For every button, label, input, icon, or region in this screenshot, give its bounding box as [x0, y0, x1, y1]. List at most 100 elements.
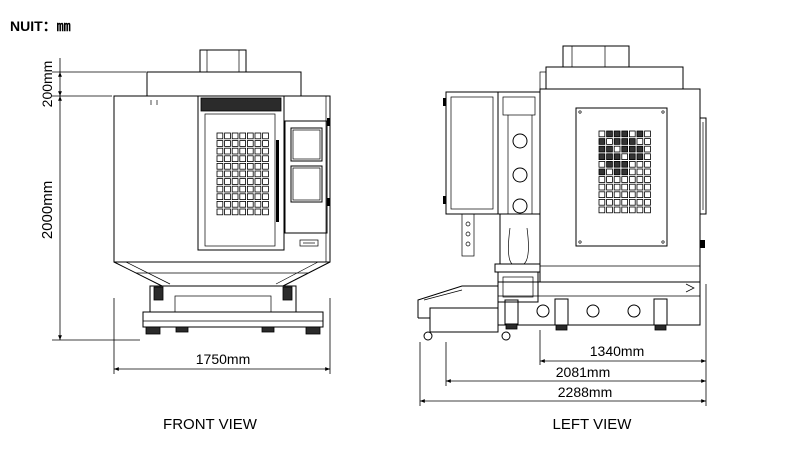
window-cell: [613, 145, 621, 153]
window-cell: [636, 153, 644, 161]
window-cell: [613, 138, 621, 145]
leveling-block: [504, 299, 519, 325]
leveling-foot: [261, 326, 275, 333]
window-cell: [644, 206, 651, 214]
dim-label-door-open-depth: 2081mm: [556, 364, 610, 380]
base-hole: [627, 304, 641, 318]
window-cell: [224, 170, 231, 178]
window-cell: [254, 155, 262, 163]
window-cell: [621, 183, 628, 191]
head-cover: [146, 71, 302, 97]
window-cell: [239, 147, 247, 155]
window-cell: [262, 193, 269, 201]
window-cell: [216, 170, 224, 178]
window-cell: [598, 130, 606, 138]
window-cell: [216, 140, 224, 147]
door-handle: [276, 140, 279, 222]
window-cell: [239, 140, 247, 147]
open-door: [445, 91, 499, 215]
window-cell: [606, 191, 613, 199]
skirt-left: [113, 261, 163, 287]
window-cell: [254, 178, 262, 185]
window-cell: [231, 132, 239, 140]
window-cell: [216, 147, 224, 155]
window-cell: [216, 178, 224, 185]
window-cell: [644, 191, 651, 199]
conveyor-wheel: [423, 331, 433, 341]
leveling-block: [653, 298, 668, 326]
window-cell: [621, 168, 628, 176]
base-hole: [536, 304, 550, 318]
window-cell: [246, 140, 254, 147]
window-cell: [239, 208, 247, 216]
leveling-foot: [505, 323, 518, 330]
leveling-foot: [555, 324, 568, 331]
start-button-box: [299, 239, 319, 247]
window-cell: [644, 130, 651, 138]
window-cell: [621, 176, 628, 183]
window-cell: [239, 132, 247, 140]
window-cell: [629, 138, 636, 145]
window-cell: [224, 147, 231, 155]
window-cell: [613, 191, 621, 199]
window-cell: [231, 193, 239, 201]
strip-dot: [465, 221, 471, 227]
window-cell: [636, 206, 644, 214]
window-cell: [629, 206, 636, 214]
window-cell: [606, 153, 613, 161]
window-cell: [231, 140, 239, 147]
window-cell: [613, 153, 621, 161]
machine-base: [149, 285, 297, 313]
leveling-foot: [175, 326, 189, 333]
control-keypad: [290, 165, 323, 203]
base-foot-plate: [142, 311, 324, 328]
window-cell: [239, 155, 247, 163]
chip-unit-inner: [502, 276, 534, 298]
unit-label: NUIT：㎜: [10, 18, 71, 34]
window-cell: [636, 145, 644, 153]
window-cell: [216, 162, 224, 170]
window-cell: [216, 132, 224, 140]
window-cell: [224, 208, 231, 216]
window-cell: [636, 183, 644, 191]
window-cell: [262, 162, 269, 170]
window-cell: [613, 198, 621, 206]
panel-bracket: [327, 198, 330, 206]
window-cell: [216, 193, 224, 201]
window-cell: [246, 178, 254, 185]
window-cell: [621, 191, 628, 199]
window-cell: [262, 185, 269, 193]
window-cell: [246, 147, 254, 155]
front-view: [113, 49, 331, 335]
window-cell: [224, 193, 231, 201]
base-support-left: [153, 286, 164, 301]
window-cell: [636, 191, 644, 199]
window-cell: [644, 153, 651, 161]
conveyor-wheel: [501, 331, 511, 341]
window-cell: [621, 138, 628, 145]
dim-label-body-depth: 1340mm: [590, 343, 644, 359]
window-cell: [254, 147, 262, 155]
spindle-motor-housing: [562, 45, 630, 68]
window-cell: [598, 176, 606, 183]
left-view: [417, 45, 707, 341]
window-cell: [262, 147, 269, 155]
window-cell: [246, 208, 254, 216]
panel-screw: [661, 110, 665, 114]
window-cell: [216, 208, 224, 216]
window-cell: [629, 145, 636, 153]
column-port: [512, 167, 528, 183]
dim-label-head-height: 200mm: [39, 61, 55, 108]
panel-screw: [661, 240, 665, 244]
door-lower-strip: [461, 213, 475, 257]
window-cell: [644, 145, 651, 153]
window-cell: [239, 162, 247, 170]
window-cell: [629, 168, 636, 176]
window-cell: [216, 155, 224, 163]
window-cell: [636, 176, 644, 183]
window-cell: [224, 132, 231, 140]
window-cell: [598, 153, 606, 161]
window-cell: [216, 185, 224, 193]
head-step: [539, 71, 547, 90]
